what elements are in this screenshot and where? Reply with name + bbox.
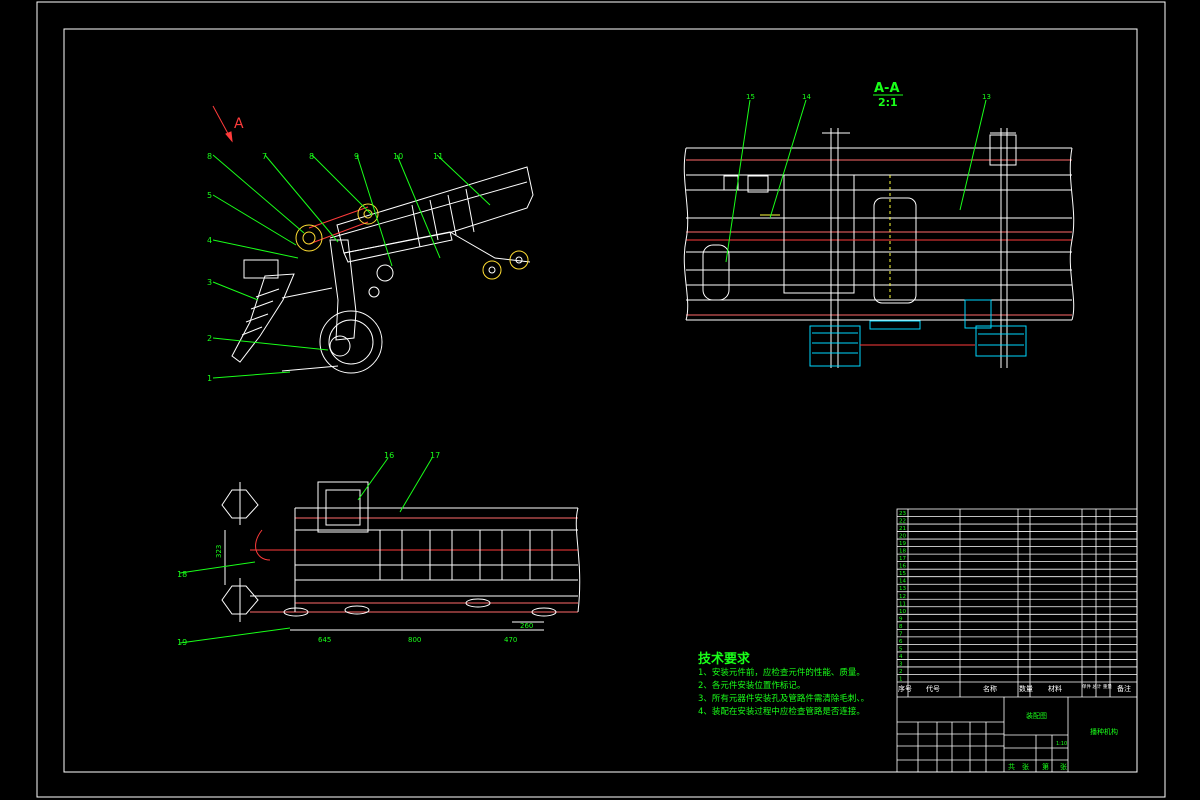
callout-11: 11 bbox=[433, 152, 443, 161]
bom-row-number: 15 bbox=[899, 571, 906, 577]
bom-row-number: 1 bbox=[899, 677, 903, 683]
bom-header-weight: 单件 总计 重量 bbox=[1082, 683, 1112, 690]
title-block-texts: 装配图 播种机构 1:10 共 张 第 张 bbox=[1008, 711, 1118, 771]
designer-label: 播种机构 bbox=[1090, 727, 1118, 736]
inner-border bbox=[63, 28, 1138, 773]
callout-14: 14 bbox=[802, 93, 811, 101]
bom-header-material: 材料 bbox=[1048, 684, 1062, 693]
sheet-total: 共 bbox=[1008, 762, 1015, 771]
tech-note-4: 4、装配在安装过程中应检查管路是否连接。 bbox=[698, 707, 865, 717]
plan-callouts: 16 17 18 19 bbox=[177, 451, 440, 647]
bom-row-number: 7 bbox=[899, 631, 903, 637]
bom-row-number: 10 bbox=[899, 609, 906, 615]
plan-dimensions: 645 800 470 260 323 bbox=[215, 545, 533, 644]
plan-view bbox=[179, 457, 581, 644]
callout-18: 18 bbox=[177, 570, 187, 579]
bom-header-index: 序号 bbox=[898, 684, 912, 693]
sheet-unit-b: 张 bbox=[1060, 762, 1067, 771]
bom-row-number: 20 bbox=[899, 534, 906, 540]
title-block bbox=[896, 508, 1138, 773]
dim-645: 645 bbox=[318, 636, 331, 644]
sheet-unit-a: 张 bbox=[1022, 762, 1029, 771]
bom-header-code: 代号 bbox=[926, 684, 940, 693]
bom-row-number: 12 bbox=[899, 594, 906, 600]
bom-header-qty: 数量 bbox=[1019, 684, 1033, 693]
section-callouts: 15 14 13 bbox=[746, 93, 991, 101]
callout-4: 4 bbox=[207, 236, 212, 245]
callout-8a: 8 bbox=[207, 152, 212, 161]
bom-row-number: 14 bbox=[899, 579, 906, 585]
bom-row-number: 3 bbox=[899, 661, 903, 667]
bom-row-number: 11 bbox=[899, 601, 906, 607]
callout-3: 3 bbox=[207, 278, 212, 287]
bom-header-remarks: 备注 bbox=[1117, 684, 1131, 693]
side-view-callouts: 8 5 4 3 2 1 7 8 9 10 11 bbox=[207, 152, 443, 383]
tech-note-3: 3、所有元器件安装孔及管路件需清除毛刺、。 bbox=[698, 694, 870, 704]
dim-260: 260 bbox=[520, 622, 533, 630]
bom-row-number: 18 bbox=[899, 549, 906, 555]
sheet-no: 第 bbox=[1042, 762, 1049, 771]
dim-323: 323 bbox=[215, 545, 223, 558]
tech-note-1: 1、安装元件前，应检查元件的性能、质量。 bbox=[698, 668, 865, 678]
callout-15: 15 bbox=[746, 93, 755, 101]
bom-row-number: 16 bbox=[899, 564, 906, 570]
drawing-name: 装配图 bbox=[1026, 711, 1047, 720]
outer-border bbox=[36, 1, 1166, 798]
bom-row-number: 8 bbox=[899, 624, 903, 630]
bom-header-name: 名称 bbox=[983, 684, 997, 693]
callout-19: 19 bbox=[177, 638, 187, 647]
title-block-header: 序号 代号 名称 数量 材料 单件 总计 重量 备注 bbox=[898, 683, 1131, 693]
section-scale: 2:1 bbox=[878, 96, 898, 109]
bom-row-number: 19 bbox=[899, 541, 906, 547]
bom-row-number: 17 bbox=[899, 556, 906, 562]
callout-17: 17 bbox=[430, 451, 440, 460]
dim-800: 800 bbox=[408, 636, 421, 644]
section-view bbox=[683, 99, 1075, 368]
bom-row-number: 22 bbox=[899, 519, 906, 525]
bom-row-number: 13 bbox=[899, 586, 906, 592]
side-view bbox=[212, 105, 534, 379]
tech-note-2: 2、各元件安装位置作标记。 bbox=[698, 681, 806, 691]
callout-10: 10 bbox=[393, 152, 403, 161]
bom-row-number: 2 bbox=[899, 669, 903, 675]
bom-row-number: 5 bbox=[899, 646, 903, 652]
bom-row-number: 23 bbox=[899, 511, 906, 517]
callout-2: 2 bbox=[207, 334, 212, 343]
bom-row-number: 9 bbox=[899, 616, 903, 622]
callout-5: 5 bbox=[207, 191, 212, 200]
callout-7: 7 bbox=[262, 152, 267, 161]
tech-notes-title: 技术要求 bbox=[698, 652, 751, 667]
callout-9: 9 bbox=[354, 152, 359, 161]
bom-row-number: 6 bbox=[899, 639, 903, 645]
dim-470: 470 bbox=[504, 636, 517, 644]
section-label: A-A bbox=[874, 81, 900, 96]
callout-1: 1 bbox=[207, 374, 212, 383]
bom-row-number: 21 bbox=[899, 526, 906, 532]
callout-16: 16 bbox=[384, 451, 394, 460]
view-marker-A: A bbox=[234, 116, 244, 132]
callout-13: 13 bbox=[982, 93, 991, 101]
scale-value: 1:10 bbox=[1056, 741, 1067, 747]
callout-8b: 8 bbox=[309, 152, 314, 161]
bom-row-number: 4 bbox=[899, 654, 903, 660]
